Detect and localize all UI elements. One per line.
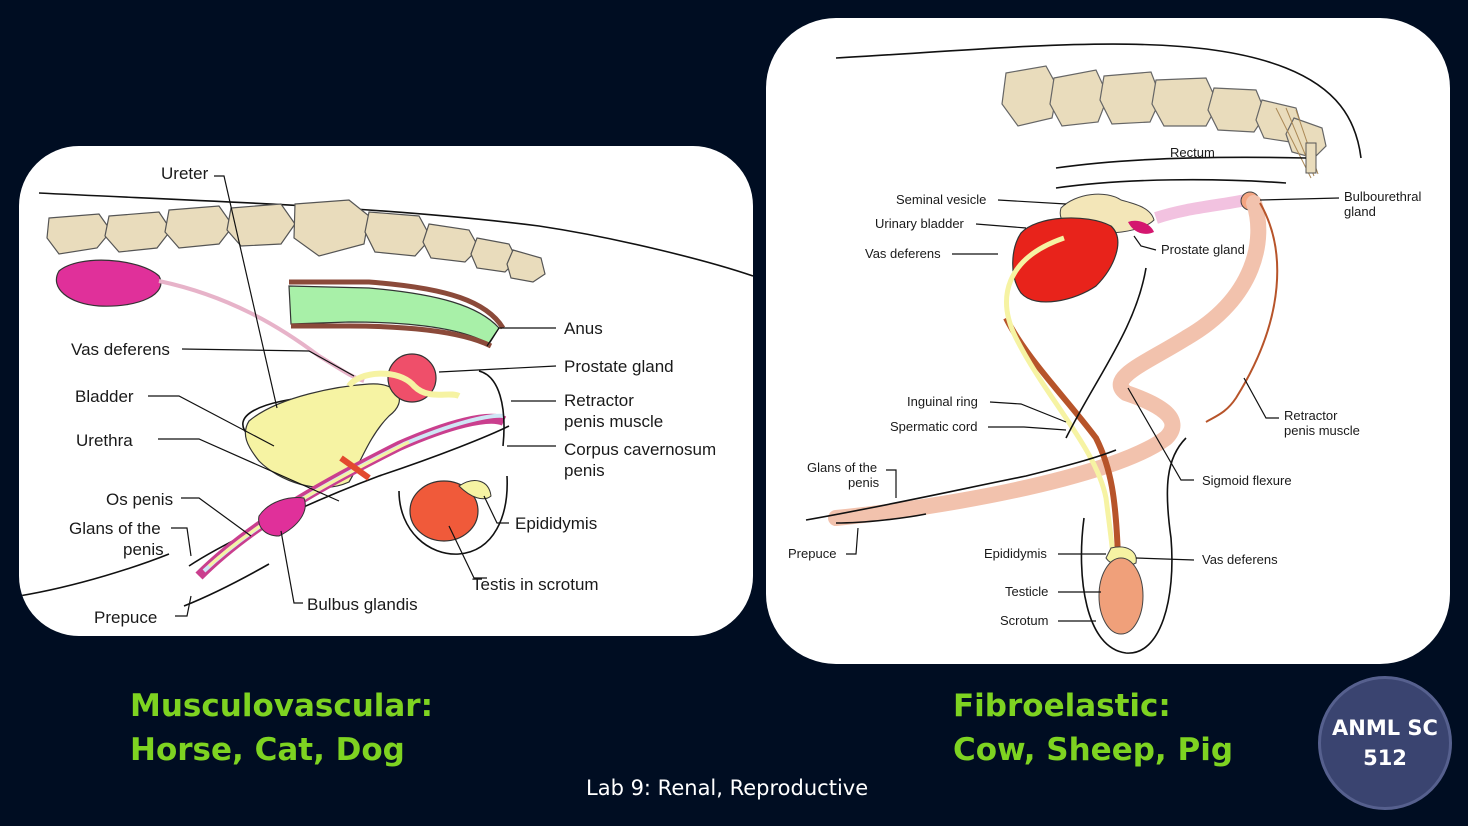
label-retractor-line1: Retractor bbox=[564, 391, 634, 410]
peritoneal-line bbox=[1065, 267, 1147, 439]
epididymis bbox=[458, 480, 492, 500]
caption-musculovascular: Musculovascular: Horse, Cat, Dog bbox=[130, 684, 433, 772]
badge-line1: ANML SC bbox=[1332, 716, 1438, 740]
prepuce-line bbox=[835, 513, 927, 524]
label-testis: Testis in scrotum bbox=[472, 575, 599, 594]
label-rectum: Rectum bbox=[1170, 145, 1215, 160]
label-spermatic-cord: Spermatic cord bbox=[890, 419, 977, 434]
label-vas-deferens-lower: Vas deferens bbox=[1202, 552, 1278, 567]
vas-deferens-tube bbox=[1004, 235, 1117, 599]
label-os-penis: Os penis bbox=[106, 490, 173, 509]
label-corpus-line2: penis bbox=[564, 461, 605, 480]
label-bulbourethral-line2: gland bbox=[1344, 204, 1376, 219]
retractor-muscle-line bbox=[1205, 202, 1279, 423]
label-glans-line2: penis bbox=[123, 540, 164, 559]
label-prepuce: Prepuce bbox=[94, 608, 157, 627]
testicle bbox=[1098, 557, 1144, 635]
label-bladder: Bladder bbox=[75, 387, 134, 406]
prostate bbox=[1128, 220, 1154, 234]
label-anus: Anus bbox=[564, 319, 603, 338]
body-outline bbox=[835, 43, 1362, 159]
badge-line2: 512 bbox=[1363, 746, 1407, 770]
label-glans-line1: Glans of the bbox=[807, 460, 877, 475]
label-ureter: Ureter bbox=[161, 164, 209, 183]
label-vas-deferens: Vas deferens bbox=[71, 340, 170, 359]
belly-line bbox=[19, 553, 170, 597]
label-retractor-line2: penis muscle bbox=[564, 412, 663, 431]
urinary-bladder bbox=[1012, 217, 1119, 303]
label-glans-line2: penis bbox=[848, 475, 880, 490]
kidney bbox=[55, 259, 162, 307]
label-urethra: Urethra bbox=[76, 431, 133, 450]
caption-left-line1: Musculovascular: bbox=[130, 688, 433, 724]
label-prepuce: Prepuce bbox=[788, 546, 836, 561]
penis-sigmoid-flexure bbox=[828, 195, 1267, 526]
ureter-tube bbox=[158, 279, 365, 383]
rectum-wall bbox=[289, 279, 506, 330]
label-testicle: Testicle bbox=[1005, 584, 1048, 599]
bladder bbox=[244, 383, 400, 489]
pelvic-urethra bbox=[1154, 194, 1248, 224]
label-bulbourethral-line1: Bulbourethral bbox=[1344, 189, 1421, 204]
label-vas-deferens: Vas deferens bbox=[865, 246, 941, 261]
blood-vessel bbox=[339, 455, 371, 481]
label-corpus-line1: Corpus cavernosum bbox=[564, 440, 716, 459]
bulbus-glandis bbox=[258, 497, 306, 537]
spermatic-cord bbox=[1003, 316, 1121, 559]
label-retractor-line1: Retractor bbox=[1284, 408, 1338, 423]
musculovascular-diagram-panel: Ureter Vas deferens Bladder Urethra Os p… bbox=[19, 146, 753, 636]
label-scrotum: Scrotum bbox=[1000, 613, 1048, 628]
vertebrae bbox=[1001, 65, 1327, 159]
label-sigmoid-flexure: Sigmoid flexure bbox=[1202, 473, 1292, 488]
vas-deferens-tube bbox=[346, 370, 461, 399]
testis bbox=[409, 480, 479, 542]
label-inguinal-ring: Inguinal ring bbox=[907, 394, 978, 409]
penis-outline-upper bbox=[188, 425, 510, 567]
belly-line bbox=[805, 449, 1117, 521]
label-retractor-line2: penis muscle bbox=[1284, 423, 1360, 438]
label-bulbus-glandis: Bulbus glandis bbox=[307, 595, 418, 614]
fibroelastic-diagram-panel: Rectum Seminal vesicle Urinary bladder V… bbox=[766, 18, 1450, 664]
dog-anatomy-illustration: Ureter Vas deferens Bladder Urethra Os p… bbox=[19, 164, 753, 627]
caption-left-line2: Horse, Cat, Dog bbox=[130, 732, 405, 768]
rectum-line-upper bbox=[1055, 156, 1307, 169]
prepuce-line bbox=[183, 563, 270, 607]
bulbospongiosus-muscle bbox=[1305, 142, 1317, 174]
body-outline bbox=[38, 192, 753, 277]
rectum-line-lower bbox=[1055, 178, 1287, 189]
vertebrae bbox=[46, 199, 546, 283]
label-prostate-gland: Prostate gland bbox=[1161, 242, 1245, 257]
caption-right-line2: Cow, Sheep, Pig bbox=[953, 732, 1234, 768]
label-seminal-vesicle: Seminal vesicle bbox=[896, 192, 986, 207]
label-urinary-bladder: Urinary bladder bbox=[875, 216, 965, 231]
course-badge: ANML SC 512 bbox=[1318, 676, 1452, 810]
label-epididymis: Epididymis bbox=[984, 546, 1047, 561]
slide-footer: Lab 9: Renal, Reproductive bbox=[586, 776, 869, 800]
scrotum-outline bbox=[398, 475, 508, 555]
label-epididymis: Epididymis bbox=[515, 514, 597, 533]
scrotum-outline bbox=[1080, 437, 1187, 654]
rectum-wall-lower bbox=[291, 323, 493, 349]
label-prostate-gland: Prostate gland bbox=[564, 357, 674, 376]
label-glans-line1: Glans of the bbox=[69, 519, 161, 538]
caption-fibroelastic: Fibroelastic: Cow, Sheep, Pig bbox=[953, 684, 1233, 772]
caption-right-line1: Fibroelastic: bbox=[953, 688, 1171, 724]
bull-anatomy-illustration: Rectum Seminal vesicle Urinary bladder V… bbox=[788, 43, 1421, 654]
retractor-outline bbox=[478, 370, 505, 447]
